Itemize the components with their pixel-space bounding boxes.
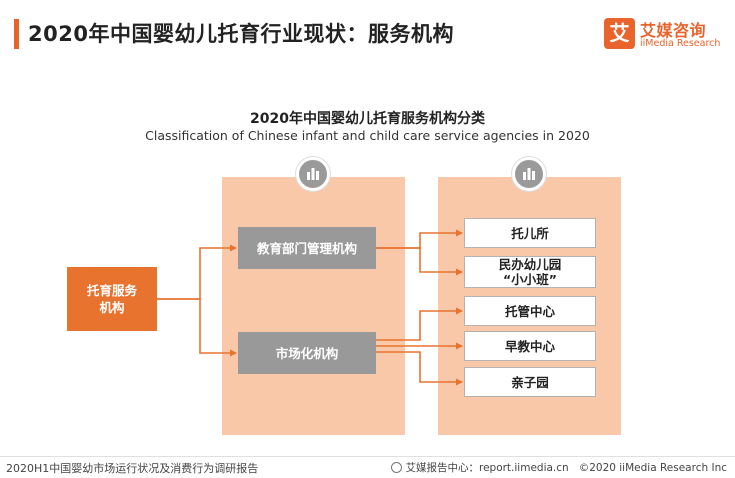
leaf-label: 早教中心 [504, 338, 555, 354]
logo-mark: 艾 [604, 18, 635, 49]
leaf-node: 托管中心 [464, 296, 596, 326]
footer-copyright: ©2020 iiMedia Research Inc [578, 461, 727, 474]
logo-name-en: iiMedia Research [640, 38, 721, 49]
connector-market-to-care [376, 307, 463, 341]
root-node: 托育服务机构 [67, 267, 157, 331]
footer-divider [0, 456, 735, 457]
buildings-icon [512, 157, 546, 191]
footer-source[interactable]: 艾媒报告中心：report.iimedia.cn [391, 460, 569, 475]
connector-edu-to-kindergarten [376, 247, 463, 276]
logo-name-cn: 艾媒咨询 [640, 21, 707, 40]
connector-market-to-parent-child [376, 351, 463, 386]
category-node-education: 教育部门管理机构 [238, 227, 376, 269]
leaf-node: 早教中心 [464, 331, 596, 361]
category-label: 市场化机构 [275, 345, 339, 361]
leaf-node: 亲子园 [464, 367, 596, 397]
diagram-subtitle: Classification of Chinese infant and chi… [145, 128, 590, 143]
footer-source-text: 艾媒报告中心：report.iimedia.cn [405, 462, 569, 474]
footer-report-name: 2020H1中国婴幼市场运行状况及消费行为调研报告 [6, 462, 259, 475]
buildings-icon [296, 157, 330, 191]
connector-edu-to-nursery [376, 229, 463, 249]
category-node-market: 市场化机构 [238, 332, 376, 374]
leaf-label-line1: 民办幼儿园 [498, 257, 562, 272]
leaf-label: 亲子园 [511, 374, 549, 390]
connector-root-to-market [157, 298, 237, 357]
root-node-label: 托育服务机构 [86, 283, 137, 315]
leaf-label: 托儿所 [511, 225, 549, 241]
diagram-title: 2020年中国婴幼儿托育服务机构分类 [250, 111, 485, 127]
iimedia-logo[interactable]: 艾 艾媒咨询 iiMedia Research [604, 17, 724, 53]
connector-root-to-edu [157, 244, 237, 300]
leaf-label: 托管中心 [504, 303, 555, 319]
leaf-label-line2: “小小班” [503, 272, 557, 287]
category-label: 教育部门管理机构 [256, 240, 357, 256]
source-logo-icon [391, 462, 403, 473]
footer-right: 艾媒报告中心：report.iimedia.cn ©2020 iiMedia R… [391, 460, 727, 475]
category-panel [222, 177, 405, 435]
leaf-node: 托儿所 [464, 218, 596, 248]
title-accent-bar [14, 19, 19, 49]
page-title: 2020年中国婴幼儿托育行业现状：服务机构 [28, 22, 454, 46]
leaf-node: 民办幼儿园 “小小班” [464, 256, 596, 288]
